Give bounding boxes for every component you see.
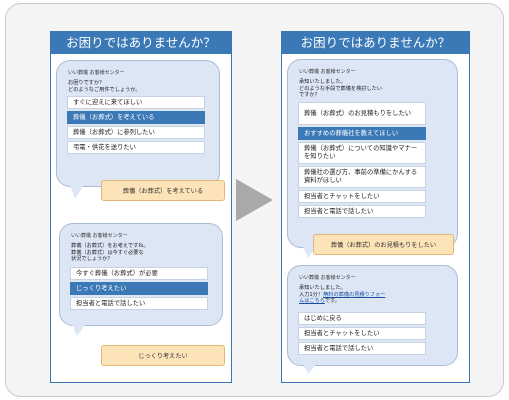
option-button-think-carefully[interactable]: じっくり考えたい xyxy=(70,282,208,295)
bubble-tail xyxy=(302,362,318,374)
user-reply-bubble: 葬儀（お葬式）を考えている xyxy=(101,180,225,201)
bot-message-text: 承知いたしました。 どのような手段で葬儀を検討したい ですか？ xyxy=(299,79,382,99)
bubble-tail xyxy=(71,322,87,336)
bot-message-text: 承知いたしました。 入力1分！無料の葬儀の見積りフォームはこちらです。 xyxy=(299,285,389,305)
bot-message-bubble: いい葬儀 お客様センター 葬儀（お葬式）をお考えですね。 葬儀（お葬式）は今すぐ… xyxy=(59,223,223,326)
bot-message-text: お困りですか？ どのようなご用件でしょうか。 xyxy=(68,80,141,93)
user-reply-bubble: じっくり考えたい xyxy=(101,345,225,366)
right-triangle-arrow-icon xyxy=(236,179,273,221)
bubble-tail xyxy=(69,183,85,199)
option-button-recommend-company[interactable]: おすすめの葬儀社を教えてほしい xyxy=(298,127,426,140)
option-button-need-now[interactable]: 今すぐ葬儀（お葬式）が必要 xyxy=(70,267,208,280)
chat-panel-left: お困りではありませんか？ いい葬儀 お客様センター お困りですか？ どのようなご… xyxy=(50,31,232,383)
option-button-call-staff[interactable]: 担当者と電話で話したい xyxy=(298,205,426,218)
message-line: 状況でしょうか？ xyxy=(71,256,113,262)
bot-message-bubble: いい葬儀 お客様センター 承知いたしました。 入力1分！無料の葬儀の見積りフォー… xyxy=(287,265,458,366)
option-button-request-materials[interactable]: 葬儀社の選び方、事前の準備にかんする資料がほしい xyxy=(298,166,426,188)
message-text: です。 xyxy=(324,298,340,304)
user-reply-bubble: 葬儀（お葬式）のお見積もりをしたい xyxy=(313,234,454,255)
chat-panel-right: お困りではありませんか？ いい葬儀 お客様センター 承知いたしました。 どのよう… xyxy=(281,31,470,383)
bot-message-bubble: いい葬儀 お客様センター 承知いたしました。 どのような手段で葬儀を検討したい … xyxy=(287,59,458,248)
message-line: どのような手段で葬儀を検討したい xyxy=(299,85,383,92)
message-line: 葬儀（お葬式）は今すぐ必要な xyxy=(71,249,144,256)
option-button-call-staff[interactable]: 担当者と電話で話したい xyxy=(70,297,208,310)
bot-message-bubble: いい葬儀 お客様センター お困りですか？ どのようなご用件でしょうか。 すぐに迎… xyxy=(56,60,220,187)
message-line: 承知いたしました。 xyxy=(299,79,346,85)
message-line: 承知いたしました。 xyxy=(299,285,346,291)
message-line: どのようなご用件でしょうか。 xyxy=(68,86,141,93)
message-text: 入力1分！ xyxy=(299,291,324,298)
option-button-estimate[interactable]: 葬儀（お葬式）のお見積もりをしたい xyxy=(298,102,426,125)
message-line: 入力1分！無料の葬儀の見積りフォームはこちらです。 xyxy=(299,292,389,305)
option-button-chat-staff[interactable]: 担当者とチャットをしたい xyxy=(298,327,426,340)
agent-name: いい葬儀 お客様センター xyxy=(299,275,356,281)
option-button-chat-staff[interactable]: 担当者とチャットをしたい xyxy=(298,190,426,203)
option-button-knowledge-manners[interactable]: 葬儀（お葬式）についての知識やマナーを知りたい xyxy=(298,142,426,164)
agent-name: いい葬儀 お客様センター xyxy=(68,70,125,76)
message-line: ですか？ xyxy=(299,92,320,98)
chat-header-title: お困りではありませんか？ xyxy=(51,32,231,54)
message-line: 葬儀（お葬式）をお考えですね。 xyxy=(71,243,149,249)
option-button-pickup[interactable]: すぐに迎えに来てほしい xyxy=(67,96,205,109)
option-button-call-staff[interactable]: 担当者と電話で話したい xyxy=(298,342,426,355)
option-button-back-to-start[interactable]: はじめに戻る xyxy=(298,312,426,325)
option-button-considering-funeral[interactable]: 葬儀（お葬式）を考えている xyxy=(67,111,205,124)
agent-name: いい葬儀 お客様センター xyxy=(299,69,356,75)
chat-header-title: お困りではありませんか？ xyxy=(282,32,469,54)
message-line: お困りですか？ xyxy=(68,80,105,86)
option-button-send-condolence[interactable]: 弔電・供花を送りたい xyxy=(67,141,205,154)
option-button-attend-funeral[interactable]: 葬儀（お葬式）に参列したい xyxy=(67,126,205,139)
estimate-form-link[interactable]: 無料の葬儀の見積りフォームはこちら xyxy=(299,291,386,305)
bot-message-text: 葬儀（お葬式）をお考えですね。 葬儀（お葬式）は今すぐ必要な 状況でしょうか？ xyxy=(71,243,149,263)
agent-name: いい葬儀 お客様センター xyxy=(71,233,128,239)
